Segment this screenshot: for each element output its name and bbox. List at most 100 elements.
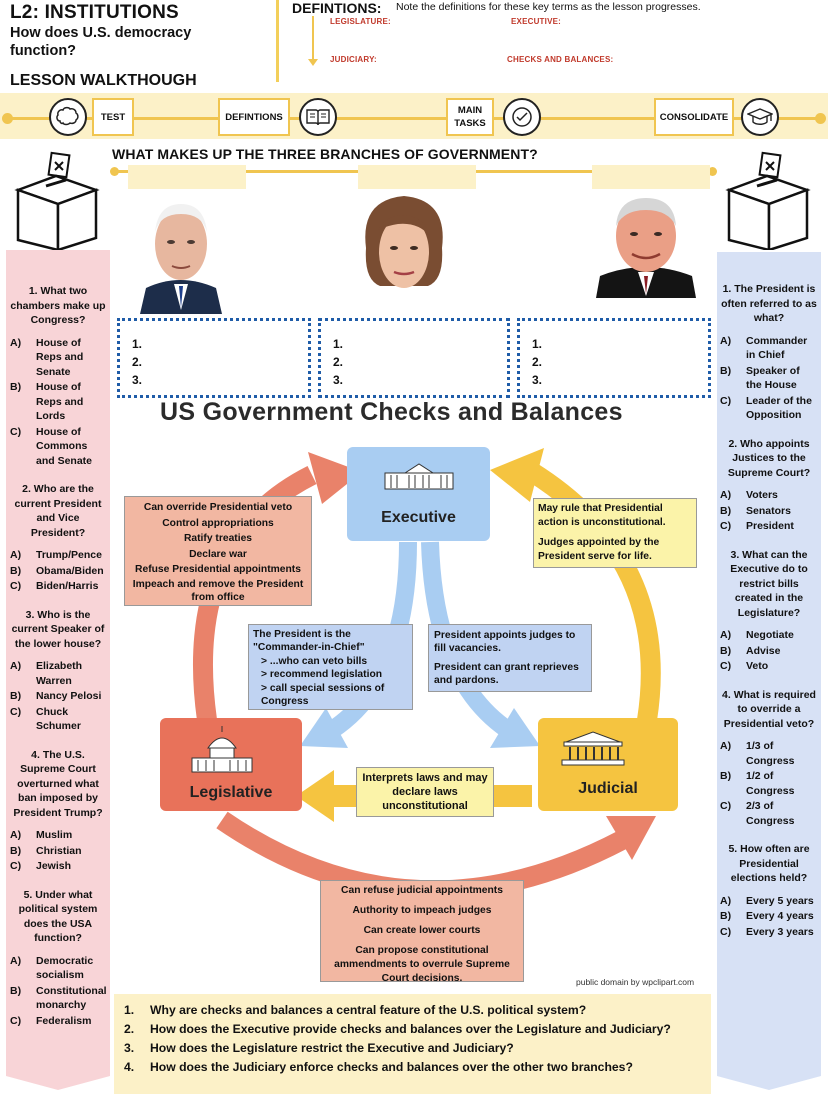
quiz-question: 3. Who is the current Speaker of the low… — [11, 608, 105, 650]
judiciary-checks-legislature: Interprets laws and may declare laws unc… — [356, 767, 494, 817]
walkthrough-title: LESSON WALKTHOUGH — [10, 72, 197, 89]
section-dot-right — [708, 167, 717, 176]
quiz-question-block: 4. The U.S. Supreme Court overturned wha… — [10, 748, 106, 874]
answer-box-legislature[interactable]: 1.2.3. — [318, 318, 510, 398]
ballot-box-icon — [725, 151, 811, 250]
quiz-option: C)Veto — [720, 660, 769, 672]
left-quiz-panel: 1. What two chambers make up Congress? A… — [6, 250, 110, 1090]
portrait-speaker — [365, 196, 443, 288]
quiz-option: B)Obama/Biden — [10, 564, 104, 577]
tasks-icon — [503, 98, 541, 136]
label-slot-1 — [128, 165, 246, 189]
quiz-option: B)Christian — [10, 844, 82, 857]
label-slot-2 — [358, 165, 476, 189]
quiz-question: 4. What is required to override a Presid… — [722, 688, 816, 730]
band-dot-start — [2, 113, 13, 124]
quiz-option: A)Trump/Pence — [10, 549, 102, 561]
quiz-question-block: 3. What can the Executive do to restrict… — [720, 548, 818, 674]
lesson-question: How does U.S. democracy function? — [10, 25, 192, 59]
quiz-option: C)Biden/Harris — [10, 580, 99, 592]
discussion-question: 1.Why are checks and balances a central … — [124, 1003, 587, 1017]
quiz-question: 1. What two chambers make up Congress? — [10, 285, 106, 326]
portrait-president — [140, 204, 222, 314]
term-executive: EXECUTIVE: — [511, 17, 562, 26]
quiz-option: A)House of Reps and Senate — [10, 336, 84, 378]
legislative-label: Legislative — [189, 784, 273, 801]
quiz-option: B)Senators — [720, 504, 791, 517]
brain-icon — [49, 98, 87, 136]
section-title: WHAT MAKES UP THE THREE BRANCHES OF GOVE… — [112, 146, 538, 162]
quiz-option: C)Every 3 years — [720, 925, 814, 938]
answer-box-executive[interactable]: 1.2.3. — [117, 318, 311, 398]
walkthrough-line — [6, 117, 822, 120]
quiz-question: 2. Who appoints Justices to the Supreme … — [727, 437, 811, 479]
quiz-question: 3. What can the Executive do to restrict… — [730, 548, 808, 619]
quiz-option: A)Muslim — [10, 829, 73, 841]
quiz-option: B)1/2 of Congress — [720, 770, 795, 797]
term-judiciary: JUDICIARY: — [330, 55, 377, 64]
quiz-question-block: 3. Who is the current Speaker of the low… — [10, 608, 106, 734]
judicial-branch: Judicial — [538, 718, 678, 811]
capitol-icon — [191, 726, 253, 773]
legislative-branch: Legislative — [160, 718, 302, 811]
main-tasks-line2: TASKS — [454, 118, 486, 129]
quiz-option: C)Leader of the Opposition — [720, 394, 812, 422]
quiz-option: A)Every 5 years — [720, 894, 814, 907]
book-icon — [299, 98, 337, 136]
quiz-option: B)Advise — [720, 644, 781, 657]
section-dot-left — [110, 167, 119, 176]
quiz-option: A)Democratic socialism — [10, 954, 94, 982]
portrait-chief-justice — [596, 198, 696, 298]
quiz-question: 1. The President is often referred to as… — [721, 283, 817, 324]
quiz-option: C)Federalism — [10, 1014, 92, 1027]
band-dot-end — [815, 113, 826, 124]
quiz-question-block: 5. How often are Presidential elections … — [720, 842, 818, 939]
lesson-title: L2: INSTITUTIONS — [10, 2, 179, 23]
step-consolidate: CONSOLIDATE — [654, 98, 734, 136]
quiz-question-block: 1. The President is often referred to as… — [720, 282, 818, 423]
quiz-option: C)2/3 of Congress — [720, 800, 795, 827]
quiz-question-block: 2. Who appoints Justices to the Supreme … — [720, 437, 818, 534]
quiz-option: B)House of Reps and Lords — [10, 381, 84, 422]
quiz-option: B)Every 4 years — [720, 910, 814, 922]
quiz-question: 2. Who are the current President and Vic… — [14, 483, 102, 539]
term-checks-and-balances: CHECKS AND BALANCES: — [507, 55, 614, 64]
definitions-arrow — [308, 16, 318, 66]
image-credit: public domain by wpclipart.com — [576, 977, 695, 987]
right-quiz-panel: 1. The President is often referred to as… — [717, 252, 821, 1090]
right-quiz: 1. The President is often referred to as… — [717, 252, 821, 939]
legislature-checks-executive: Can override Presidential veto Control a… — [124, 496, 312, 606]
quiz-option: A)Commander in Chief — [720, 334, 808, 362]
answer-box-judiciary[interactable]: 1.2.3. — [517, 318, 711, 398]
white-house-icon — [384, 463, 454, 490]
judicial-label: Judicial — [578, 780, 638, 797]
left-quiz: 1. What two chambers make up Congress? A… — [6, 250, 110, 1028]
quiz-option: B)Speaker of the House — [720, 364, 800, 392]
quiz-option: B)Constitutional monarchy — [10, 984, 107, 1012]
ballot-box-icon — [14, 151, 100, 250]
executive-checks-legislature: The President is the "Commander-in-Chief… — [248, 624, 413, 710]
main-tasks-line1: MAIN — [457, 105, 483, 116]
quiz-option: A)Elizabeth Warren — [10, 660, 83, 687]
executive-branch: Executive — [347, 447, 490, 541]
quiz-question-block: 5. Under what political system does the … — [10, 888, 107, 1029]
executive-checks-judiciary: President appoints judges to fill vacanc… — [428, 624, 592, 692]
quiz-question: 4. The U.S. Supreme Court overturned wha… — [13, 748, 103, 819]
term-legislature: LEGISLATURE: — [330, 17, 391, 26]
quiz-question-block: 1. What two chambers make up Congress? A… — [10, 284, 106, 468]
step-definitions: DEFINTIONS — [218, 98, 290, 136]
quiz-option: B)Nancy Pelosi — [10, 690, 102, 702]
discussion-question: 2.How does the Executive provide checks … — [124, 1022, 671, 1036]
legislature-checks-judiciary: Can refuse judicial appointments Authori… — [320, 880, 524, 984]
supreme-court-icon — [561, 731, 625, 766]
discussion-question: 4.How does the Judiciary enforce checks … — [124, 1060, 633, 1074]
discussion-questions: 1.Why are checks and balances a central … — [114, 994, 711, 1094]
quiz-option: A)Voters — [720, 489, 778, 501]
quiz-option: C)Chuck Schumer — [10, 705, 81, 733]
quiz-question: 5. How often are Presidential elections … — [728, 843, 810, 884]
quiz-option: A)1/3 of Congress — [720, 740, 795, 767]
discussion-question: 3.How does the Legislature restrict the … — [124, 1041, 514, 1055]
judiciary-checks-executive: May rule that Presidential action is unc… — [533, 498, 697, 568]
quiz-option: C)President — [720, 520, 794, 532]
quiz-option: C)Jewish — [10, 860, 72, 872]
